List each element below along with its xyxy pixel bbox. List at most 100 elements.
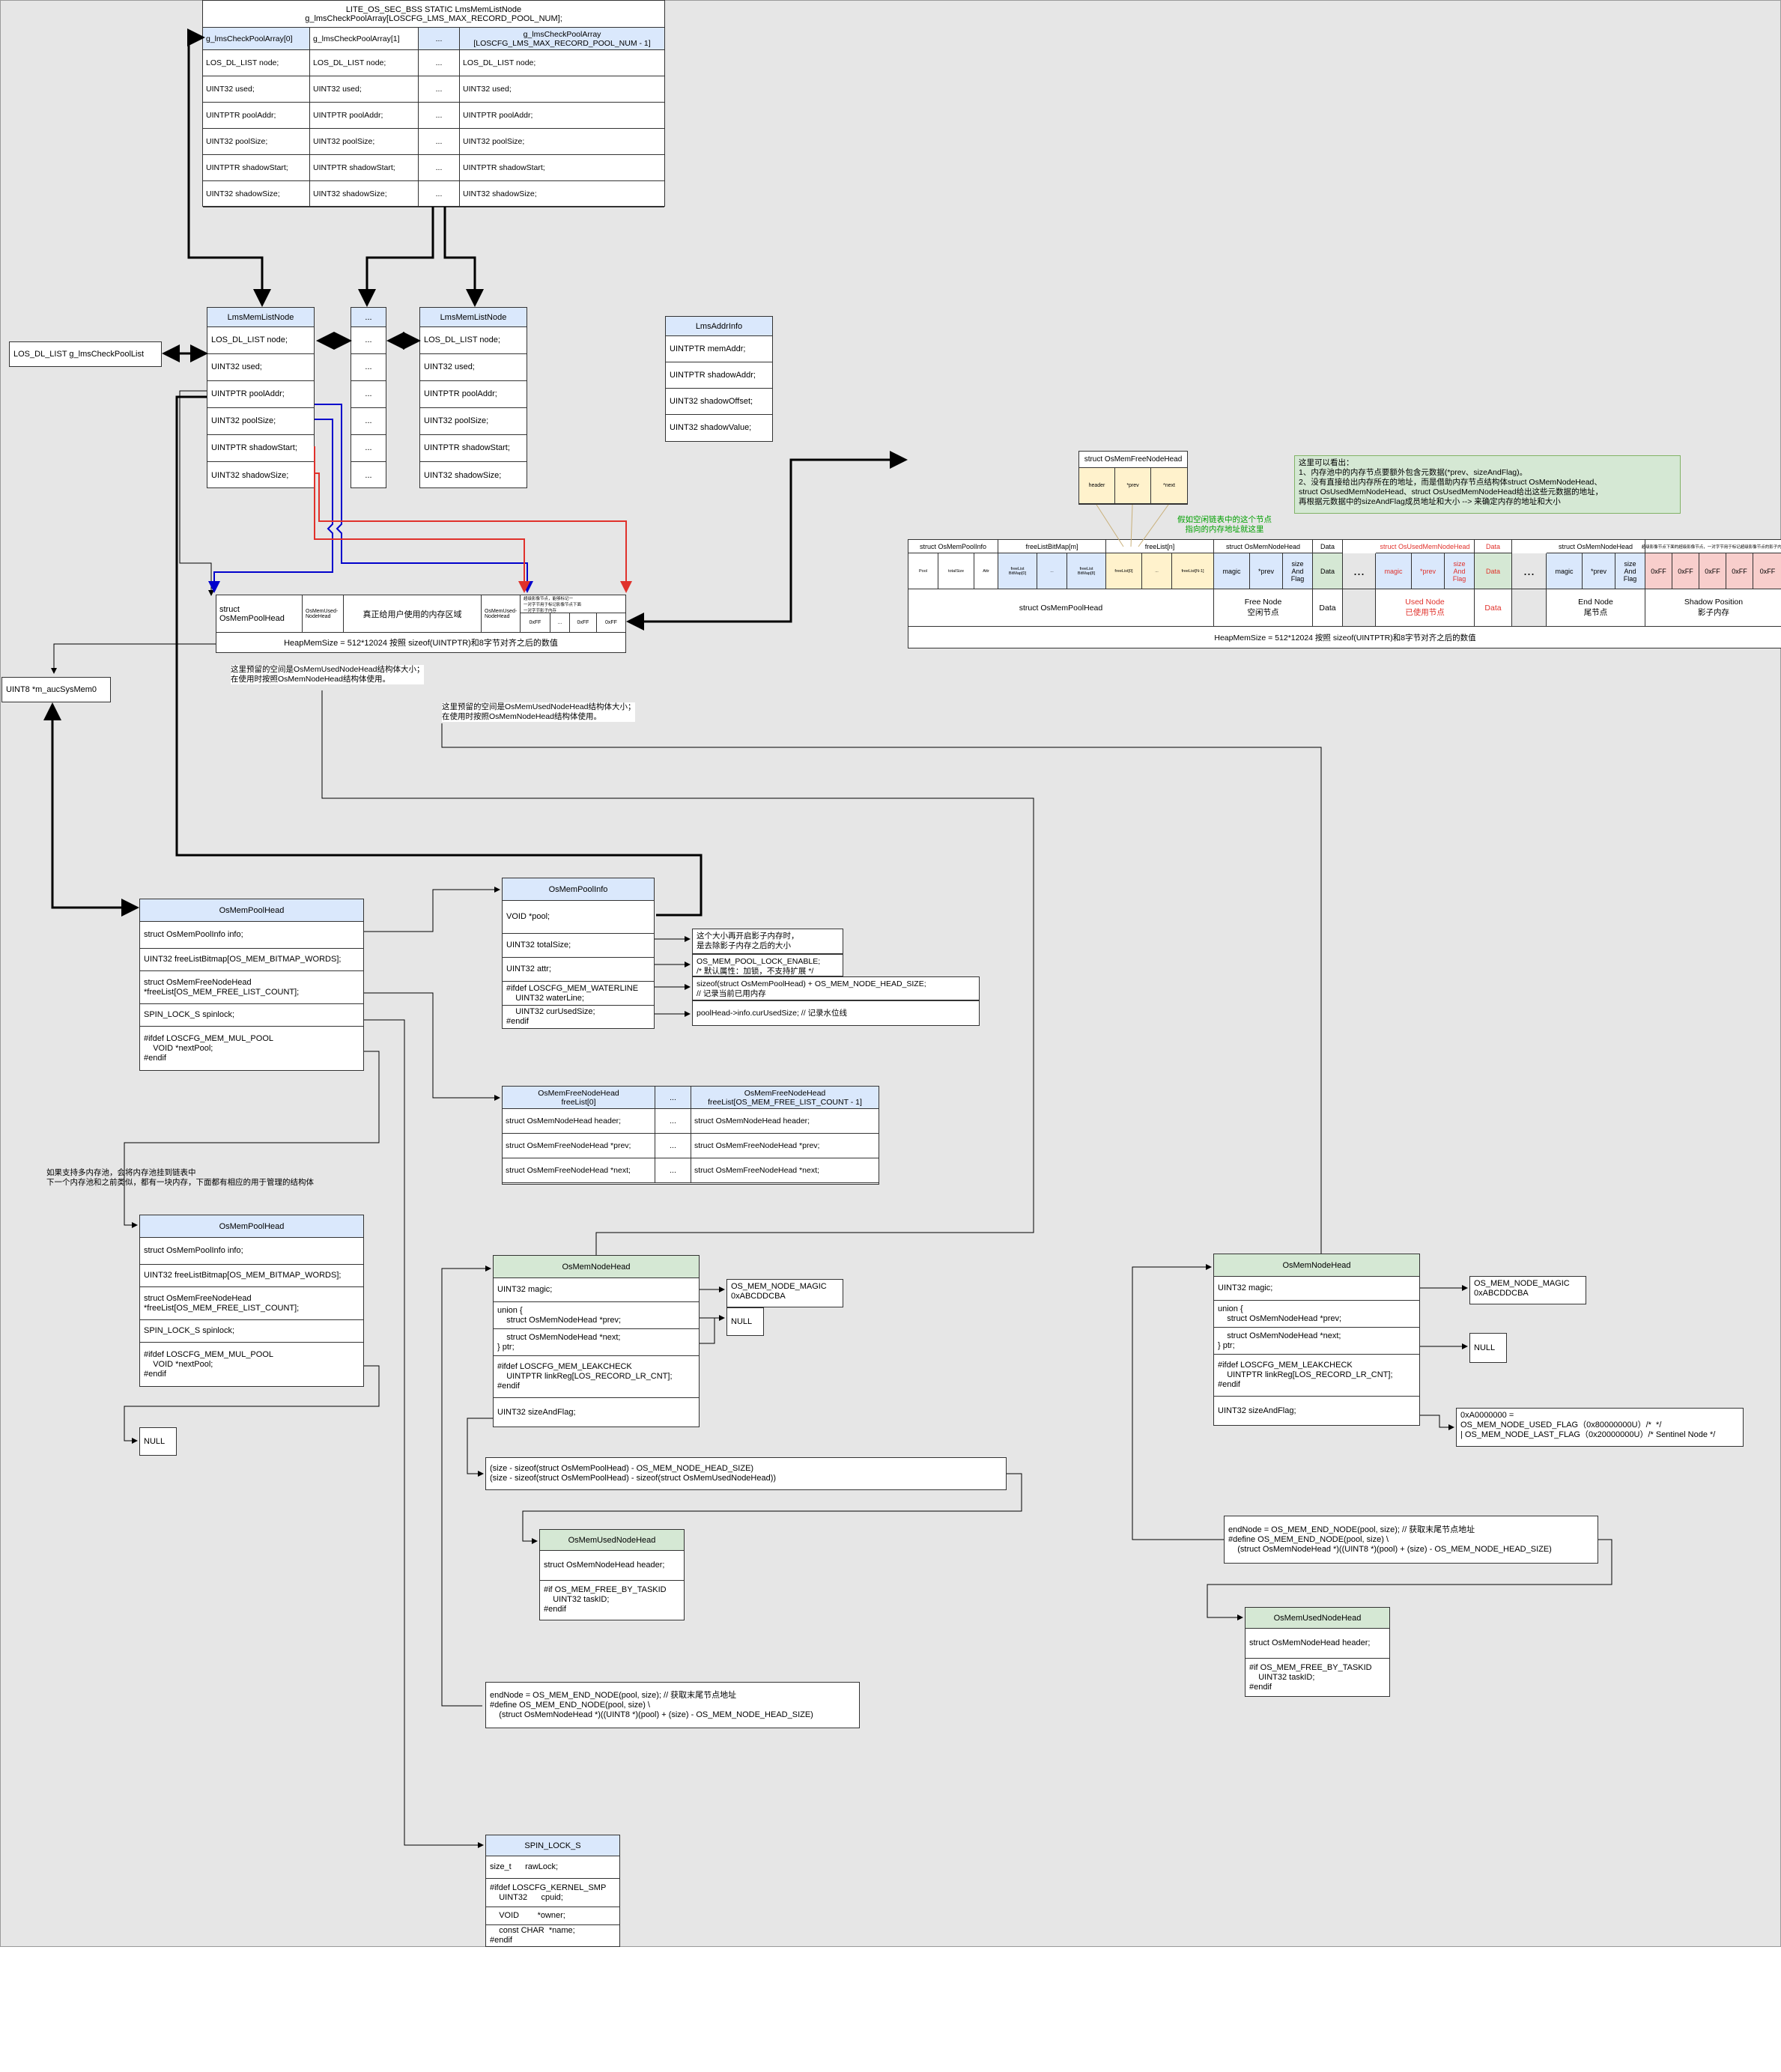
- pool-head-2-title: OsMemPoolHead: [140, 1215, 363, 1238]
- bh-data2: Data: [1475, 553, 1512, 589]
- field-row: #if OS_MEM_FREE_BY_TASKID UINT32 taskID;…: [1249, 1662, 1372, 1692]
- field-row: ...: [365, 470, 372, 480]
- observation-note: 这里可以看出： 1、内存池中的内存节点要额外包含元数据(*prev、sizeAn…: [1294, 455, 1681, 514]
- pool-list-box: LOS_DL_LIST g_lmsCheckPoolList: [9, 341, 162, 367]
- bh-heap-size: HeapMemSize = 512*12024 按照 sizeof(UINTPT…: [1214, 633, 1476, 642]
- pool-head-1-fields: struct OsMemPoolInfo info;UINT32 freeLis…: [140, 922, 363, 1070]
- freelist-cell: ...: [655, 1158, 691, 1183]
- note-attr: OS_MEM_POOL_LOCK_ENABLE; /* 默认属性：加锁，不支持扩…: [692, 954, 843, 976]
- field-row: VOID *owner;: [486, 1907, 619, 1925]
- field-row: SPIN_LOCK_S spinlock;: [140, 1320, 363, 1343]
- spin-lock: SPIN_LOCK_S size_t rawLock;#ifdef LOSCFG…: [485, 1835, 620, 1947]
- bh-shadow-0: 0xFF: [1645, 553, 1672, 589]
- field-row: UINT32 poolSize;: [207, 408, 314, 435]
- bh-hdr-data2: Data: [1475, 540, 1512, 553]
- freelist-cell: struct OsMemFreeNodeHead *prev;: [503, 1134, 655, 1158]
- field-row: ...: [351, 408, 386, 435]
- small-heap-size: HeapMemSize = 512*12024 按照 sizeof(UINTPT…: [284, 639, 558, 648]
- field-row: UINTPTR shadowAddr;: [666, 362, 772, 389]
- bh-data: Data: [1313, 553, 1343, 589]
- g-array-cell: LOS_DL_LIST node;: [460, 50, 664, 76]
- field-row: UINT32 shadowOffset;: [666, 389, 772, 415]
- size-expr-box: (size - sizeof(struct OsMemPoolHead) - O…: [485, 1457, 1007, 1490]
- small-heap: struct OsMemPoolHead OsMemUsed- NodeHead…: [216, 595, 626, 653]
- bh-lbl-free-node: Free Node 空闲节点: [1214, 589, 1313, 627]
- bh-lbl-used-node: Used Node 已使用节点: [1376, 589, 1475, 627]
- node-head-2: OsMemNodeHead UINT32 magic;union { struc…: [1213, 1254, 1420, 1426]
- bh-node-magic: magic: [1214, 553, 1250, 589]
- bh-hdr-data: Data: [1313, 540, 1343, 553]
- flags-box-2: 0xA0000000 = OS_MEM_NODE_USED_FLAG（0x800…: [1456, 1408, 1744, 1447]
- field-row: LOS_DL_LIST node;: [207, 327, 314, 354]
- free-node-head-title: struct OsMemFreeNodeHead: [1079, 452, 1187, 468]
- small-heap-used-node-head2: OsMemUsed- NodeHead: [482, 595, 521, 633]
- bh-lbl-gap1: [1343, 589, 1376, 627]
- lms-node-mid-fields: ..................: [351, 327, 386, 489]
- g-lms-check-pool-array: LITE_OS_SEC_BSS STATIC LmsMemListNode g_…: [202, 0, 665, 207]
- field-row: UINTPTR shadowStart;: [420, 435, 527, 462]
- field-row: struct OsMemFreeNodeHead *freeList[OS_ME…: [140, 971, 363, 1004]
- note-cur-used: poolHead->info.curUsedSize; // 记录水位线: [692, 1000, 980, 1026]
- field-row: struct OsMemNodeHead header;: [540, 1551, 684, 1581]
- bh-lbl-end-node: End Node 尾节点: [1547, 589, 1645, 627]
- lms-addr-info-fields: UINTPTR memAddr;UINTPTR shadowAddr;UINT3…: [666, 336, 772, 441]
- g-array-cell: LOS_DL_LIST node;: [310, 50, 419, 76]
- used-head-1: OsMemUsedNodeHead struct OsMemNodeHead h…: [539, 1529, 685, 1620]
- bh-shadow-4: 0xFF: [1753, 553, 1781, 589]
- bh-hdr-end-node-head: struct OsMemNodeHead: [1547, 540, 1645, 553]
- lms-node-b-fields: LOS_DL_LIST node;UINT32 used;UINTPTR poo…: [420, 327, 527, 489]
- null-box-2: NULL: [726, 1307, 764, 1336]
- node-head-1-fields: UINT32 magic;union { struct OsMemNodeHea…: [494, 1278, 699, 1427]
- null-box-1: NULL: [139, 1427, 177, 1456]
- bh-lbl-data2: Data: [1475, 589, 1512, 627]
- lms-node-mid: ... ..................: [351, 307, 386, 488]
- g-array-cell: UINT32 used;: [460, 76, 664, 103]
- null-box-3: NULL: [1469, 1333, 1507, 1363]
- bh-bitmap-0: freeList BitMap[0]: [998, 553, 1037, 589]
- bh-hdr-pool-info: struct OsMemPoolInfo: [908, 540, 998, 553]
- bh-freelist-2: freeList[N-1]: [1172, 553, 1214, 589]
- note-waterline: sizeof(struct OsMemPoolHead) + OS_MEM_NO…: [692, 976, 980, 1000]
- field-row: UINT32 sizeAndFlag;: [1218, 1406, 1296, 1415]
- bh-node-prev: *prev: [1250, 553, 1283, 589]
- lms-addr-info-title: LmsAddrInfo: [666, 317, 772, 336]
- field-row: struct OsMemPoolInfo info;: [140, 1238, 363, 1265]
- g-array-cell: UINT32 shadowSize;: [203, 181, 310, 207]
- g-array-cell: UINTPTR shadowStart;: [203, 155, 310, 181]
- field-row: struct OsMemNodeHead header;: [1246, 1629, 1389, 1659]
- bh-end-prev: *prev: [1583, 553, 1615, 589]
- bh-lbl-data: Data: [1313, 589, 1343, 627]
- spin-lock-fields: size_t rawLock;#ifdef LOSCFG_KERNEL_SMP …: [486, 1856, 619, 1946]
- bh-node-size: size And Flag: [1283, 553, 1313, 589]
- bh-used-prev: *prev: [1412, 553, 1445, 589]
- free-node-note: 假如空闲链表中的这个节点 指向的内存地址就这里: [1177, 515, 1272, 534]
- freelist-cell: struct OsMemNodeHead header;: [691, 1109, 879, 1134]
- field-row: struct OsMemFreeNodeHead *freeList[OS_ME…: [140, 1287, 363, 1320]
- field-row: SPIN_LOCK_S spinlock;: [140, 1004, 363, 1027]
- note-pool-reserve: 这里预留的空间是OsMemUsedNodeHead结构体大小； 在使用时按照Os…: [231, 665, 425, 684]
- freelist-cell: struct OsMemFreeNodeHead *prev;: [691, 1134, 879, 1158]
- small-heap-pool-head: struct OsMemPoolHead: [216, 595, 303, 633]
- bh-hdr-node-head: struct OsMemNodeHead: [1214, 540, 1313, 553]
- g-array-cell: UINTPTR poolAddr;: [460, 103, 664, 129]
- magic-box-2: OS_MEM_NODE_MAGIC 0xABCDDCBA: [1469, 1276, 1586, 1304]
- pool-head-2: OsMemPoolHead struct OsMemPoolInfo info;…: [139, 1215, 364, 1387]
- field-row: UINT32 shadowSize;: [211, 470, 289, 480]
- pool-head-2-fields: struct OsMemPoolInfo info;UINT32 freeLis…: [140, 1238, 363, 1386]
- small-heap-user-area: 真正给用户使用的内存区域: [344, 595, 482, 633]
- pool-info-title: OsMemPoolInfo: [503, 878, 654, 901]
- node-head-1: OsMemNodeHead UINT32 magic;union { struc…: [493, 1255, 700, 1427]
- field-row: #ifdef LOSCFG_MEM_MUL_POOL VOID *nextPoo…: [144, 1349, 274, 1379]
- field-row: UINT32 freeListBitmap[OS_MEM_BITMAP_WORD…: [140, 1265, 363, 1287]
- small-heap-used-node-head: OsMemUsed- NodeHead: [303, 595, 344, 633]
- bh-ellipsis-1: ...: [1343, 553, 1376, 589]
- bh-hdr-used-node-head: struct OsUsedMemNodeHead: [1376, 540, 1475, 553]
- field-row: UINT32 used;: [420, 354, 527, 381]
- field-row: UINT32 used;: [207, 354, 314, 381]
- g-array-title: LITE_OS_SEC_BSS STATIC LmsMemListNode g_…: [203, 1, 664, 28]
- used-head-2: OsMemUsedNodeHead struct OsMemNodeHead h…: [1245, 1607, 1390, 1697]
- field-row: UINT32 attr;: [503, 958, 654, 982]
- g-array-cell: UINT32 poolSize;: [203, 129, 310, 155]
- pool-head-1: OsMemPoolHead struct OsMemPoolInfo info;…: [139, 899, 364, 1071]
- g-array-cell: ...: [419, 103, 460, 129]
